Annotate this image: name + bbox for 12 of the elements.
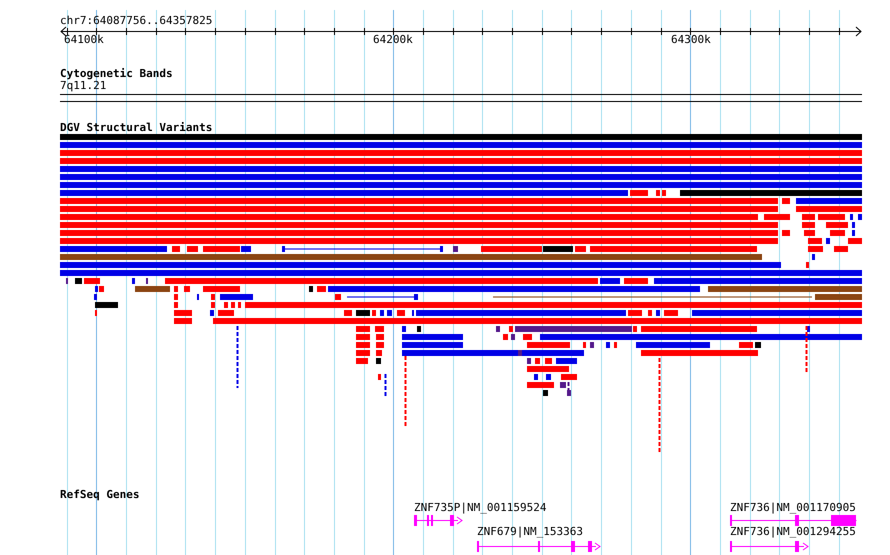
track-title: RefSeq Genes bbox=[60, 489, 140, 501]
gene-label: ZNF679|NM_153363 bbox=[477, 526, 583, 538]
track-title: Cytogenetic Bands bbox=[60, 68, 173, 80]
scale-tick-label: 64100k bbox=[64, 34, 104, 46]
gene-label: ZNF736|NM_001170905 bbox=[730, 502, 856, 514]
scale-tick-label: 64300k bbox=[671, 34, 711, 46]
gene-label: ZNF735P|NM_001159524 bbox=[414, 502, 546, 514]
band-name: 7q11.21 bbox=[60, 80, 106, 92]
scale-tick-label: 64200k bbox=[373, 34, 413, 46]
gene-label: ZNF736|NM_001294255 bbox=[730, 526, 856, 538]
track-title: DGV Structural Variants bbox=[60, 122, 212, 134]
coordinate-range: chr7:64087756..64357825 bbox=[60, 15, 212, 27]
